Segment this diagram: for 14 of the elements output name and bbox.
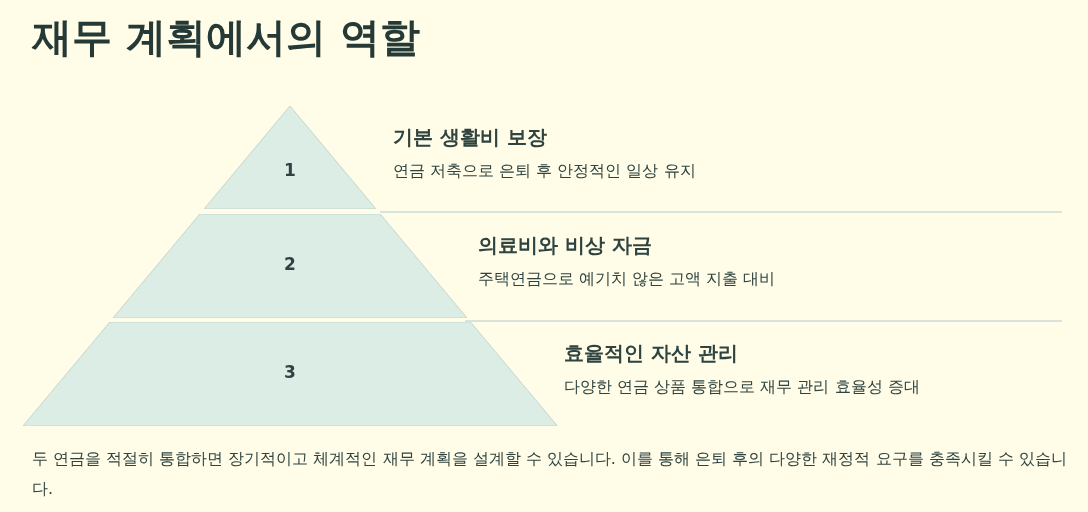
- layer-heading: 기본 생활비 보장: [393, 124, 547, 151]
- pyramid-layer: [22, 322, 558, 426]
- pyramid-layer: [204, 106, 376, 209]
- layer-description: 주택연금으로 예기치 않은 고액 지출 대비: [478, 269, 776, 290]
- title: 재무 계획에서의 역할: [32, 13, 420, 62]
- layer-description: 다양한 연금 상품 통합으로 재무 관리 효율성 증대: [564, 377, 920, 398]
- layer-number: 1: [283, 159, 297, 180]
- pyramid-layer: [112, 214, 467, 318]
- layer-number: 2: [283, 254, 297, 274]
- caption-text: 두 연금을 적절히 통합하면 장기적이고 체계적인 재무 계획을 설계할 수 있습니다. 이를 통해 은퇴 후의 다양한 재정적 요구를 충족시킬 수 있습니다.: [32, 448, 1068, 500]
- layer-description: 연금 저축으로 은퇴 후 안정적인 일상 유지: [393, 161, 696, 182]
- layer-number: 3: [283, 362, 297, 382]
- layer-heading: 효율적인 자산 관리: [564, 340, 738, 367]
- layer-heading: 의료비와 비상 자금: [478, 232, 652, 259]
